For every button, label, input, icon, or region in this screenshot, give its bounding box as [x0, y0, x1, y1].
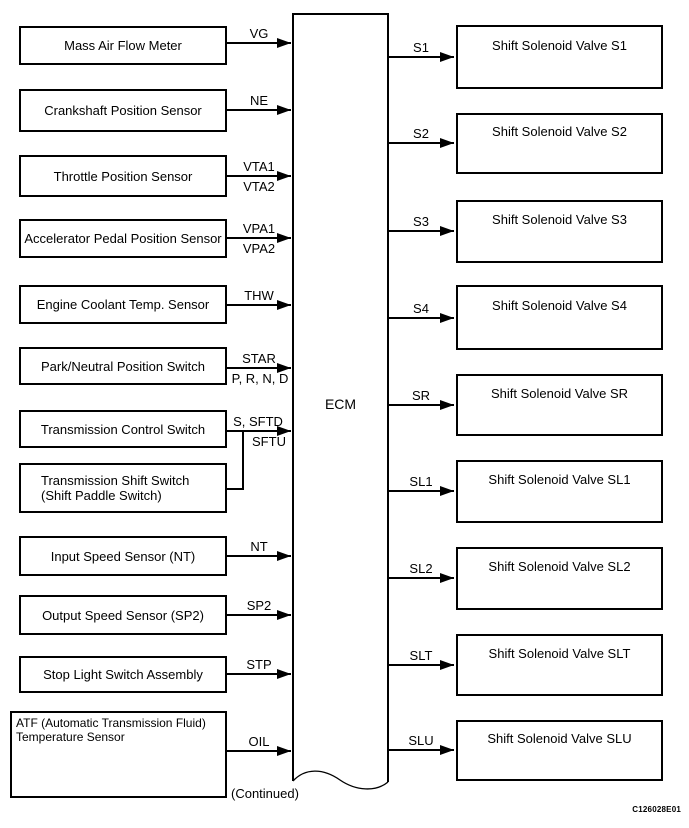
signal-label-sl2: SL2 [409, 561, 433, 576]
input-box-transmission-control-switch: Transmission Control Switch [19, 410, 227, 448]
output-box-s1: Shift Solenoid Valve S1 [456, 25, 663, 89]
signal-label-s4: S4 [413, 301, 429, 316]
signal-label-ne: NE [249, 93, 269, 108]
signal-label-s2: S2 [413, 126, 429, 141]
signal-label-vta2: VTA2 [243, 179, 275, 194]
input-box-output-speed-sensor: Output Speed Sensor (SP2) [19, 595, 227, 635]
input-box-park-neutral-position-switch: Park/Neutral Position Switch [19, 347, 227, 385]
signal-label-vpa1: VPA1 [242, 221, 276, 236]
output-box-slu: Shift Solenoid Valve SLU [456, 720, 663, 781]
input-box-transmission-shift-switch: Transmission Shift Switch (Shift Paddle … [19, 463, 227, 513]
ecm-torn-edge [292, 770, 389, 790]
output-box-sl1: Shift Solenoid Valve SL1 [456, 460, 663, 523]
signal-label-sftu: SFTU [252, 434, 286, 449]
input-connectors [227, 38, 291, 756]
output-box-s2: Shift Solenoid Valve S2 [456, 113, 663, 174]
input-box-accelerator-pedal-position-sensor: Accelerator Pedal Position Sensor [19, 219, 227, 258]
signal-label-oil: OIL [248, 734, 270, 749]
signal-label-nt: NT [250, 539, 268, 554]
signal-label-vpa2: VPA2 [242, 241, 276, 256]
signal-label-vta1: VTA1 [243, 159, 275, 174]
input-box-mass-air-flow-meter: Mass Air Flow Meter [19, 26, 227, 65]
output-box-slt: Shift Solenoid Valve SLT [456, 634, 663, 696]
output-box-sr: Shift Solenoid Valve SR [456, 374, 663, 436]
output-box-s3: Shift Solenoid Valve S3 [456, 200, 663, 263]
signal-label-vg: VG [249, 26, 269, 41]
signal-label-sl1: SL1 [409, 474, 433, 489]
input-box-engine-coolant-temp-sensor: Engine Coolant Temp. Sensor [19, 285, 227, 324]
shift-paddle-branch [227, 431, 244, 490]
signal-label-slu: SLU [408, 733, 434, 748]
signal-label-s1: S1 [413, 40, 429, 55]
input-box-atf-temperature-sensor: ATF (Automatic Transmission Fluid) Tempe… [10, 711, 227, 798]
input-box-input-speed-sensor: Input Speed Sensor (NT) [19, 536, 227, 576]
input-box-stop-light-switch-assembly: Stop Light Switch Assembly [19, 656, 227, 693]
figure-code: C126028E01 [632, 805, 681, 814]
input-box-crankshaft-position-sensor: Crankshaft Position Sensor [19, 89, 227, 132]
output-box-sl2: Shift Solenoid Valve SL2 [456, 547, 663, 610]
signal-label-s3: S3 [413, 214, 429, 229]
signal-label-s-sftd: S, SFTD [233, 414, 283, 429]
signal-label-prnd: P, R, N, D [231, 371, 289, 386]
signal-label-sp2: SP2 [246, 598, 272, 613]
output-box-s4: Shift Solenoid Valve S4 [456, 285, 663, 350]
signal-label-stp: STP [246, 657, 272, 672]
signal-label-star: STAR [242, 351, 276, 366]
continued-note: (Continued) [231, 786, 299, 801]
signal-label-slt: SLT [409, 648, 433, 663]
ecm-box-label: ECM [324, 396, 357, 412]
input-box-throttle-position-sensor: Throttle Position Sensor [19, 155, 227, 197]
signal-label-sr: SR [411, 388, 431, 403]
signal-label-thw: THW [244, 288, 274, 303]
